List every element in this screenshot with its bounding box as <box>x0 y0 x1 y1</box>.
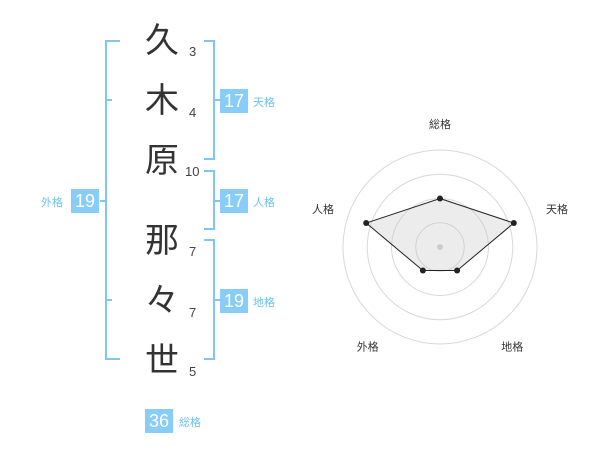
soukaku-badge: 36 <box>145 409 173 433</box>
gaikaku-badge: 19 <box>71 189 99 213</box>
gaikaku-label: 外格 <box>41 196 63 209</box>
stroke-count-1: 3 <box>189 44 197 59</box>
jinkaku-label: 人格 <box>253 196 275 209</box>
name-char-3: 原 <box>145 141 179 181</box>
jinkaku-bracket <box>204 170 220 230</box>
stroke-count-4: 7 <box>189 244 197 259</box>
radar-point-2 <box>510 220 517 227</box>
radar-point-1 <box>437 195 443 202</box>
radar-ring-1 <box>415 222 465 272</box>
name-char-1: 久 <box>145 21 179 61</box>
chikaku-badge: 19 <box>220 289 248 313</box>
tenkaku-bracket <box>204 40 220 160</box>
name-char-4: 那 <box>145 221 179 261</box>
outer-bracket <box>100 40 120 360</box>
radar-center-dot <box>437 244 443 250</box>
radar-ring-4 <box>342 149 538 345</box>
radar-axis-label-2: 天格 <box>546 202 568 216</box>
chikaku-bracket <box>204 239 220 360</box>
name-char-6: 世 <box>145 341 179 381</box>
jinkaku-badge: 17 <box>220 189 248 213</box>
name-char-5: 々 <box>145 281 179 321</box>
radar-axis-label-1: 総格 <box>429 117 451 131</box>
chikaku-label: 地格 <box>253 296 275 309</box>
tenkaku-label: 天格 <box>253 96 275 109</box>
radar-area <box>365 197 515 272</box>
stroke-count-6: 5 <box>189 364 197 379</box>
radar-ring-3 <box>366 173 514 321</box>
stroke-count-2: 4 <box>189 105 197 120</box>
stroke-count-3: 10 <box>185 164 200 179</box>
soukaku-label: 総格 <box>179 416 201 429</box>
radar-axis-label-5: 人格 <box>312 202 334 216</box>
radar-point-5 <box>363 220 370 227</box>
radar-axis-label-4: 外格 <box>357 340 379 354</box>
radar-point-3 <box>454 267 461 274</box>
stroke-count-5: 7 <box>189 305 197 320</box>
tenkaku-badge: 17 <box>220 89 248 113</box>
radar-axis-label-3: 地格 <box>501 340 523 354</box>
radar-point-4 <box>419 267 426 274</box>
name-char-2: 木 <box>145 81 179 121</box>
